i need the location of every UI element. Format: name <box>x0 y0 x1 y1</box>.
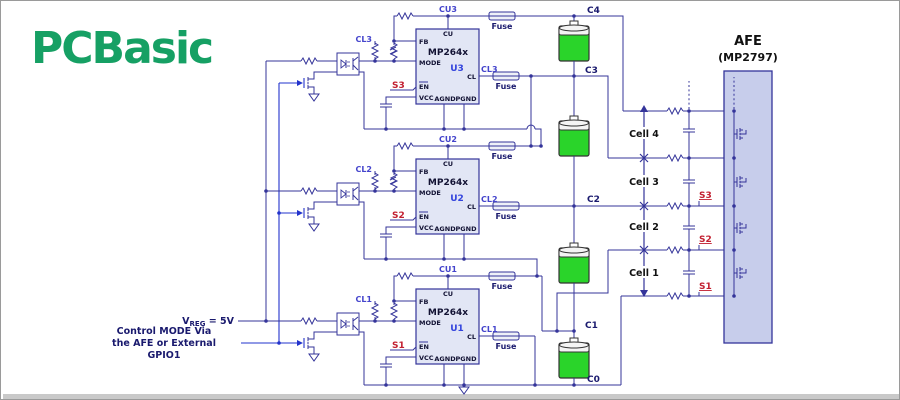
afe-title: AFE <box>734 34 762 49</box>
afe-block: AFE (MP2797) <box>718 34 778 344</box>
afe-box <box>723 70 773 344</box>
u1-pin-vcc: VCC <box>419 354 434 362</box>
left-bus-lines <box>264 61 281 345</box>
u3-en-net-label: S3 <box>392 81 405 91</box>
u1-cl-net-label: CL1 <box>481 325 498 334</box>
stage-u3: MP264x U3 FB MODE EN VCC CU CL AGND PGND… <box>304 5 574 148</box>
u3-pin-agnd: AGND <box>434 95 456 103</box>
control-note-line2: the AFE or External <box>112 338 216 349</box>
afe-part-label: (MP2797) <box>718 51 778 64</box>
cell3-label: Cell 3 <box>629 177 659 188</box>
node-routing <box>364 15 624 386</box>
optocoupler-icon <box>304 53 359 101</box>
bottom-strip <box>3 394 899 399</box>
u1-part-label: MP264x <box>428 308 468 318</box>
fuse-cl3-label: Fuse <box>496 82 518 91</box>
u1-pin-en: EN <box>419 343 429 351</box>
u3-pin-cu: CU <box>443 30 453 38</box>
u3-cl-pullup-label: CL3 <box>355 35 372 44</box>
stage-u1: MP264x U1 FB MODE EN VCC CU CL AGND PGND… <box>304 265 574 395</box>
u2-refdes: U2 <box>450 194 464 204</box>
u2-cu-net-label: CU2 <box>439 135 457 144</box>
u1-pin-agnd: AGND <box>434 355 456 363</box>
sense-ladder: Cell 4 Cell 3 Cell 2 Cell 1 S3 S2 S1 <box>574 81 734 300</box>
u1-cu-net-label: CU1 <box>439 265 457 274</box>
afe-s2-net-label: S2 <box>699 235 712 245</box>
fuse-cl1-label: Fuse <box>496 342 518 351</box>
u1-en-net-label: S1 <box>392 341 405 351</box>
pcbasic-logo: PCBasic <box>31 23 212 74</box>
node-c2-label: C2 <box>587 195 600 205</box>
u2-pin-cl: CL <box>467 203 476 211</box>
u2-pin-vcc: VCC <box>419 224 434 232</box>
fuse-cu1-label: Fuse <box>492 282 514 291</box>
u2-pin-cu: CU <box>443 160 453 168</box>
control-note-line1: Control MODE Via <box>117 326 212 337</box>
u3-chip <box>415 28 480 105</box>
optocoupler-icon <box>304 183 359 231</box>
u2-pin-fb: FB <box>419 168 428 176</box>
opto-input-rows <box>238 57 337 325</box>
control-note-line3: GPIO1 <box>148 350 181 361</box>
u1-refdes: U1 <box>450 324 464 334</box>
u3-refdes: U3 <box>450 64 464 74</box>
node-c3-label: C3 <box>585 66 598 76</box>
u3-pin-fb: FB <box>419 38 428 46</box>
cell2-label: Cell 2 <box>629 222 659 233</box>
optocoupler-icon <box>304 313 359 361</box>
u2-cl-net-label: CL2 <box>481 195 498 204</box>
u2-pin-pgnd: PGND <box>456 225 478 233</box>
u2-cl-pullup-label: CL2 <box>355 165 372 174</box>
u2-part-label: MP264x <box>428 178 468 188</box>
fuse-cu1 <box>488 271 516 281</box>
gate-control-lines <box>241 80 303 346</box>
u1-pin-cu: CU <box>443 290 453 298</box>
u1-pin-pgnd: PGND <box>456 355 478 363</box>
u3-pin-mode: MODE <box>419 59 441 67</box>
u1-cl-pullup-label: CL1 <box>355 295 372 304</box>
u3-cl-net-label: CL3 <box>481 65 498 74</box>
vreg-label: VREG = 5V <box>182 316 234 328</box>
battery-icon <box>558 20 590 62</box>
stage-u2: MP264x U2 FB MODE EN VCC CU CL AGND PGND… <box>304 135 574 278</box>
battery-icon <box>558 115 590 157</box>
fuse-cu2-label: Fuse <box>492 152 514 161</box>
battery-icon <box>558 337 590 379</box>
u3-pin-en: EN <box>419 83 429 91</box>
node-c4-label: C4 <box>587 6 600 16</box>
afe-s1-net-label: S1 <box>699 282 712 292</box>
node-c1-label: C1 <box>585 321 598 331</box>
fuse-cu3-label: Fuse <box>492 22 514 31</box>
u3-part-label: MP264x <box>428 48 468 58</box>
u1-pin-fb: FB <box>419 298 428 306</box>
u3-cu-net-label: CU3 <box>439 5 457 14</box>
u3-pin-pgnd: PGND <box>456 95 478 103</box>
cell1-label: Cell 1 <box>629 268 659 279</box>
u1-chip <box>415 288 480 365</box>
battery-icon <box>558 242 590 284</box>
node-c0-label: C0 <box>587 375 600 385</box>
u2-en-net-label: S2 <box>392 211 405 221</box>
fuse-cu3 <box>488 11 516 21</box>
u2-pin-en: EN <box>419 213 429 221</box>
cell4-label: Cell 4 <box>629 129 659 140</box>
u3-pin-cl: CL <box>467 73 476 81</box>
fuse-cl2-label: Fuse <box>496 212 518 221</box>
u3-pin-vcc: VCC <box>419 94 434 102</box>
ground-icon <box>458 386 470 395</box>
fuse-cu2 <box>488 141 516 151</box>
afe-s3-net-label: S3 <box>699 191 712 201</box>
u2-pin-mode: MODE <box>419 189 441 197</box>
battery-stack: C4 C3 C2 C1 C0 <box>558 6 600 387</box>
u1-pin-mode: MODE <box>419 319 441 327</box>
u2-pin-agnd: AGND <box>434 225 456 233</box>
u1-pin-cl: CL <box>467 333 476 341</box>
